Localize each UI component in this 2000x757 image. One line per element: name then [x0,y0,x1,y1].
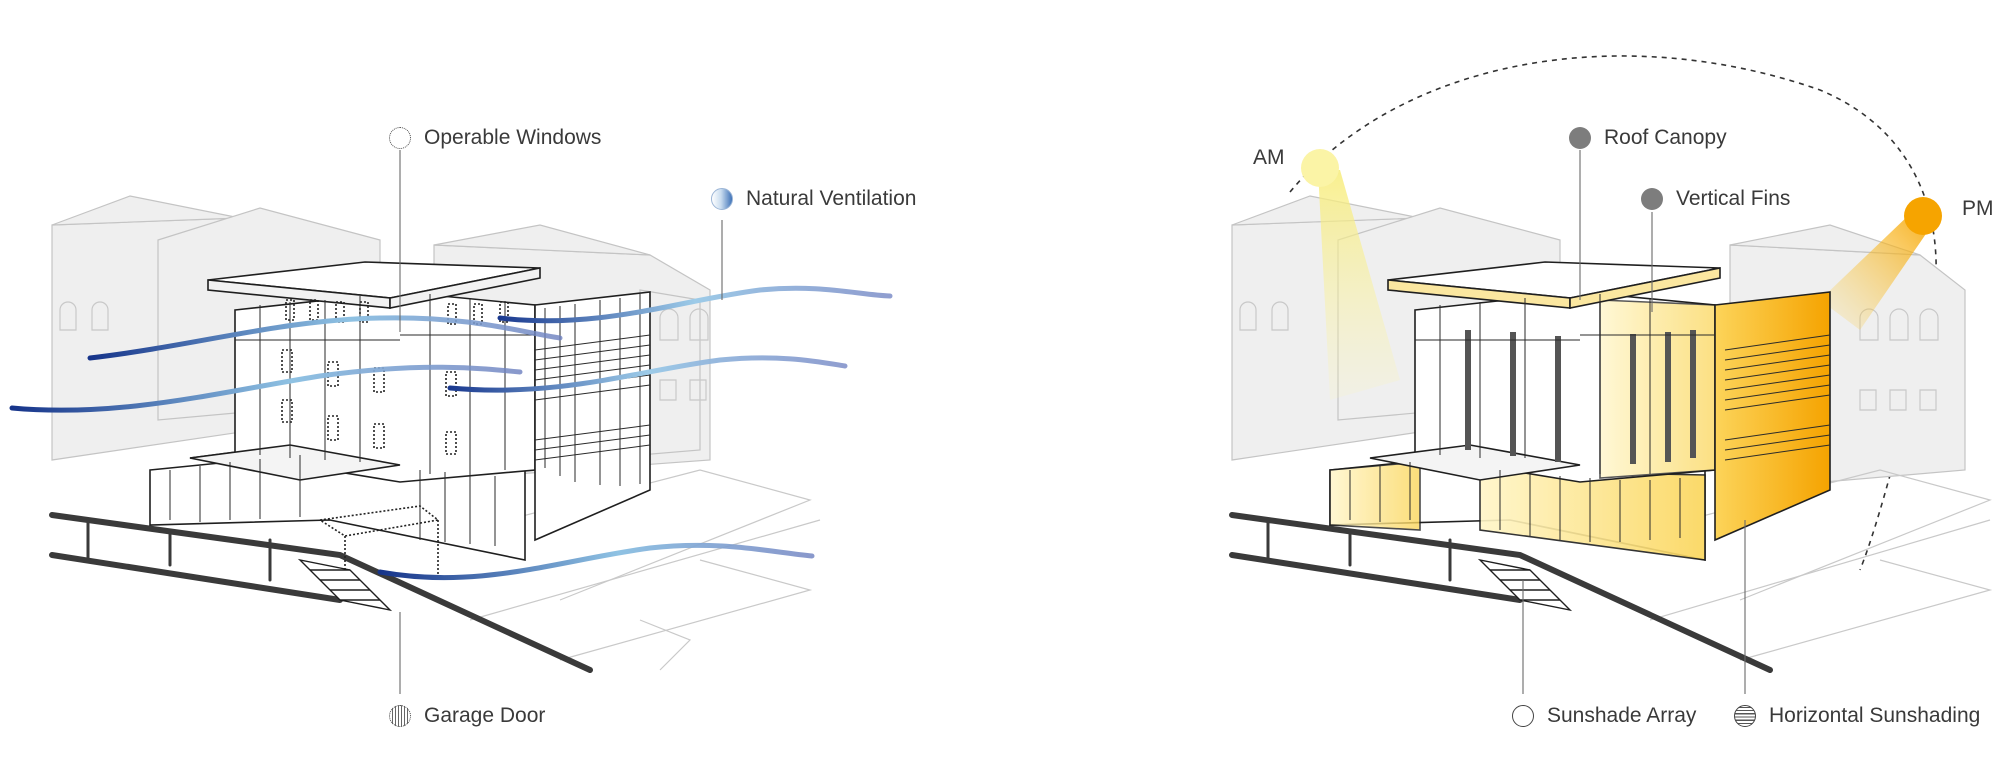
gray-filled-circle-icon [1569,127,1591,149]
dotted-circle-icon [389,127,411,149]
natural-ventilation-label: Natural Ventilation [746,187,917,210]
pm-sun-beam [1820,212,1930,330]
airflow-stream [497,285,893,324]
garage-door-label: Garage Door [424,704,546,727]
airflow-streams [9,285,893,581]
sun-path-arc [1289,55,1937,571]
horizontal-sunshading-label: Horizontal Sunshading [1769,704,1981,727]
solar-shading-diagram [1229,55,1993,694]
horizontal-hatch-circle-icon [1734,705,1756,727]
open-circle-icon [1512,705,1534,727]
pm-sun-label: PM [1962,197,1994,220]
pm-sun-icon [1904,197,1942,235]
leader-lines-left [399,150,723,694]
entry-stairs-right [1477,558,1573,612]
blue-gradient-circle-icon [711,188,733,210]
am-sun-beam [1318,170,1400,400]
airflow-stream [9,364,523,413]
operable-windows-label: Operable Windows [424,126,602,149]
vertical-fins [1465,330,1696,464]
roof-canopy-label: Roof Canopy [1604,126,1727,149]
building-details-right [1349,294,1831,542]
airflow-stream [377,542,815,581]
vertical-fins-label: Vertical Fins [1676,187,1791,210]
airflow-stream [87,315,563,361]
sunshade-array-label: Sunshade Array [1547,704,1697,727]
vertical-hatch-circle-icon [389,705,411,727]
am-sun-icon [1301,149,1339,187]
operable-window-markers [281,299,509,586]
section-cut-left [49,512,593,673]
entry-stairs-left [297,558,393,612]
main-building-left [149,261,651,561]
am-sun-label: AM [1253,146,1285,169]
gray-filled-circle-icon [1641,188,1663,210]
section-cut-right [1229,512,1773,673]
leader-lines-right [1522,150,1746,694]
airflow-stream [447,355,848,393]
ventilation-diagram [9,150,893,694]
